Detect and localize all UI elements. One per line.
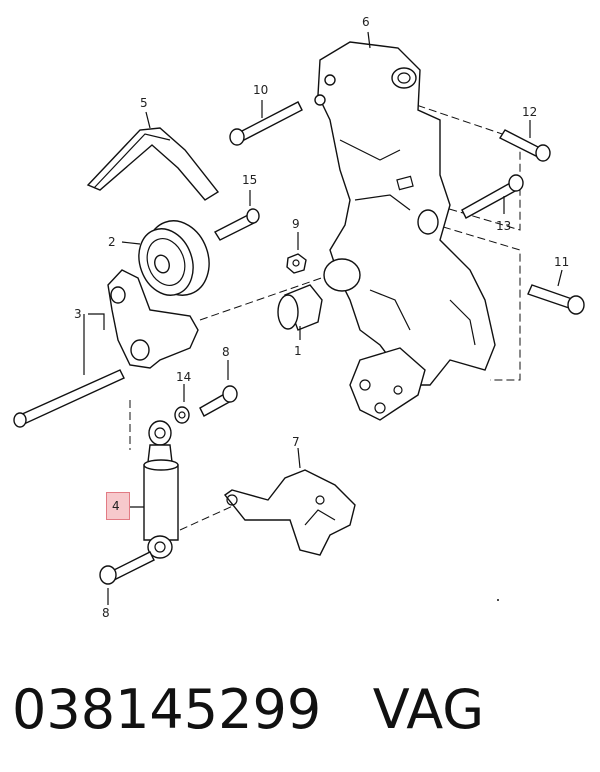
leader-lines bbox=[83, 31, 563, 605]
bolt-part-15 bbox=[214, 208, 260, 241]
callout-8-upper: 8 bbox=[222, 345, 230, 359]
callout-15: 15 bbox=[242, 173, 258, 187]
callout-2: 2 bbox=[108, 235, 116, 249]
bracket-plate-part-7 bbox=[223, 469, 356, 556]
bolt-part-8-upper bbox=[199, 385, 238, 417]
callout-9: 9 bbox=[292, 217, 300, 231]
main-bracket-part-6 bbox=[314, 41, 496, 386]
bolt-part-11 bbox=[527, 284, 585, 315]
shock-absorber-part-4 bbox=[143, 420, 179, 559]
nut-part-9 bbox=[286, 253, 307, 274]
callout-7: 7 bbox=[292, 435, 300, 449]
belt-part-5 bbox=[86, 127, 220, 201]
callout-1: 1 bbox=[294, 344, 302, 358]
bolt-part-10 bbox=[229, 101, 303, 146]
brand-name: VAG bbox=[372, 678, 485, 741]
tensioner-arm-part-3 bbox=[13, 269, 199, 428]
dashed-guide-lines bbox=[129, 89, 521, 531]
bolt-part-12 bbox=[498, 129, 551, 162]
callout-8-lower: 8 bbox=[102, 606, 110, 620]
footer-part-info: 038145299 VAG bbox=[12, 678, 484, 741]
stray-dot bbox=[497, 599, 499, 601]
bolt-part-13 bbox=[461, 174, 524, 219]
callout-12: 12 bbox=[522, 105, 538, 119]
pulley-part-2 bbox=[138, 220, 210, 296]
callout-14: 14 bbox=[176, 370, 192, 384]
bushing-part-1 bbox=[277, 284, 323, 331]
bracket-fork-plate bbox=[349, 347, 426, 421]
callout-4-highlighted: 4 bbox=[106, 492, 130, 520]
exploded-parts-diagram bbox=[13, 31, 585, 605]
callout-10: 10 bbox=[253, 83, 269, 97]
washer-part-14 bbox=[174, 406, 190, 424]
callout-5: 5 bbox=[140, 96, 148, 110]
callout-6: 6 bbox=[362, 15, 370, 29]
callout-13: 13 bbox=[496, 219, 512, 233]
callout-11: 11 bbox=[554, 255, 570, 269]
part-number: 038145299 bbox=[12, 678, 322, 741]
callout-3: 3 bbox=[74, 307, 82, 321]
bolt-part-8-lower bbox=[99, 551, 155, 585]
